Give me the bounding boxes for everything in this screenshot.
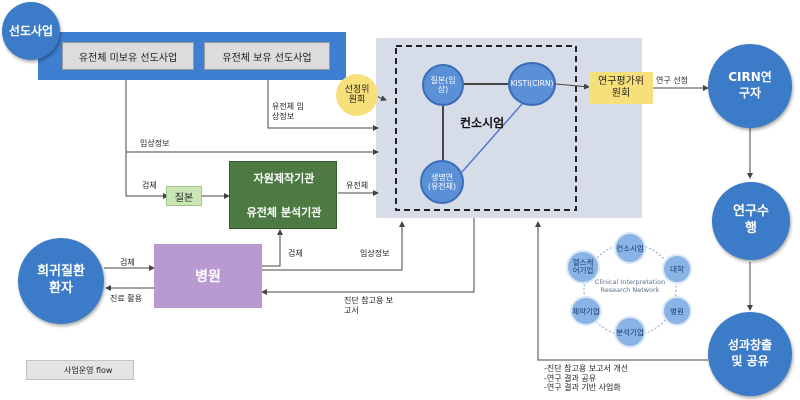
arrow-specimen-2 <box>262 229 283 267</box>
label-clinical-info-1: 임상정보 <box>140 139 170 148</box>
outcome-item: -연구 결과 기반 사업화 <box>544 383 621 393</box>
no-genome-pilot-box: 유전체 미보유 선도사업 <box>62 42 194 70</box>
consortium-area <box>376 38 642 218</box>
outcome-item: -연구 결과 공유 <box>544 373 597 383</box>
network-node-university: 대학 <box>662 254 692 284</box>
production-line2: 유전체 분석기관 <box>246 206 322 219</box>
hospital-box: 병원 <box>154 244 262 308</box>
legend-label: 사업운영 flow <box>64 366 113 375</box>
kisti-node: KISTI(CIRN) <box>508 62 556 106</box>
sample-box: 질본 <box>166 186 202 206</box>
consortium-link-3 <box>461 103 523 173</box>
production-line1: 자원제작기관 <box>253 172 315 185</box>
evaluation-committee: 연구평가위원회 <box>589 72 653 104</box>
network-node-analysis-company: 분석기업 <box>614 316 646 348</box>
arrow-clinical-info-2 <box>262 221 405 271</box>
label-diag-report: 진단 참고용 보고서 <box>344 296 394 315</box>
network-node-hospital: 병원 <box>662 296 692 326</box>
has-genome-pilot-box: 유전체 보유 선도사업 <box>204 42 330 70</box>
label-treatment: 진료 활용 <box>110 294 142 303</box>
label-genome: 유전체 <box>346 181 369 190</box>
arrow-kisti-eval <box>555 83 590 90</box>
share-circle: 성과창출및 공유 <box>708 312 792 396</box>
outcomes-list: -진단 참고용 보고서 개선 -연구 결과 공유 -연구 결과 기반 사업화 <box>544 364 628 393</box>
label-specimen-2: 검체 <box>288 249 303 258</box>
genome-node: 생명연(유전체) <box>420 160 464 204</box>
consortium-label: 컨소시엄 <box>460 116 505 130</box>
label-specimen-1: 검체 <box>142 181 157 190</box>
outcome-item: -진단 참고용 보고서 개선 <box>544 364 629 373</box>
production-box: 자원제작기관 유전체 분석기관 <box>229 161 337 229</box>
label-specimen-3: 검체 <box>120 258 135 267</box>
network-node-consortium: 컨소시엄 <box>614 232 646 264</box>
legend-box <box>26 360 134 380</box>
cirn-researcher-circle: CIRN연구자 <box>708 44 792 128</box>
consortium-dashed-border <box>395 45 577 211</box>
patient-circle: 희귀질환환자 <box>18 238 104 324</box>
pilot-circle: 선도사업 <box>2 2 60 60</box>
selection-committee: 선정위원회 <box>336 74 378 116</box>
network-title: Clinical Interpretation Research Network <box>594 278 666 295</box>
label-research-select: 연구 선정 <box>656 76 688 85</box>
arrow-diag-report <box>261 218 475 295</box>
label-clinical-info-2: 임상정보 <box>360 249 390 258</box>
arrow-share-consortium <box>535 221 708 361</box>
research-circle: 연구수행 <box>712 182 790 260</box>
arrow-genome-clinical <box>267 80 379 131</box>
label-genome-clinical: 유전체 임상정보 <box>272 102 304 121</box>
network-node-healthcare-company: 헬스케어기업 <box>566 250 600 284</box>
arrow-specimen-1 <box>125 152 169 199</box>
network-node-pharma-company: 제약기업 <box>570 296 602 326</box>
clinical-node: 질본(임상) <box>422 64 464 106</box>
